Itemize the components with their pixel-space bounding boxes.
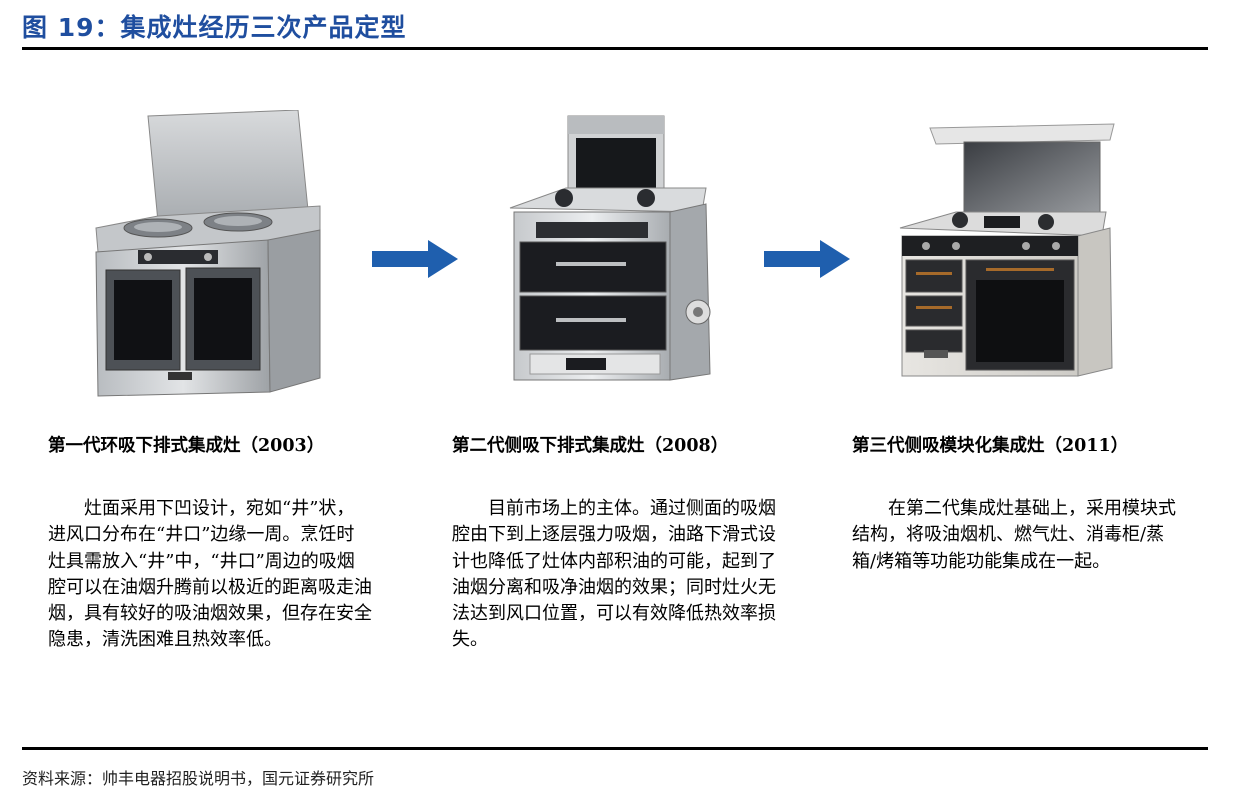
top-divider [22,47,1208,50]
right-arrow-icon [372,240,458,278]
bottom-divider [22,747,1208,750]
right-arrow-icon [764,240,850,278]
first-gen-description: 灶面采用下凹设计，宛如“井”状，进风口分布在“井口”边缘一周。烹饪时灶具需放入“… [48,498,372,651]
third-gen-caption: 第三代侧吸模块化集成灶（2011） [852,436,1129,456]
source-note: 资料来源：帅丰电器招股说明书，国元证券研究所 [22,769,375,788]
third-gen-stove-image [899,123,1115,377]
third-gen-description: 在第二代集成灶基础上，采用模块式结构，将吸油烟机、燃气灶、消毒柜/蒸箱/烤箱等功… [852,498,1176,572]
first-gen-stove-image [95,110,321,397]
first-gen-caption: 第一代环吸下排式集成灶（2003） [48,436,325,456]
figure-title: 图 19：集成灶经历三次产品定型 [22,13,407,42]
second-gen-stove-image [509,115,711,381]
second-gen-description: 目前市场上的主体。通过侧面的吸烟腔由下到上逐层强力吸烟，油路下滑式设计也降低了灶… [452,498,776,651]
second-gen-caption: 第二代侧吸下排式集成灶（2008） [452,436,729,456]
